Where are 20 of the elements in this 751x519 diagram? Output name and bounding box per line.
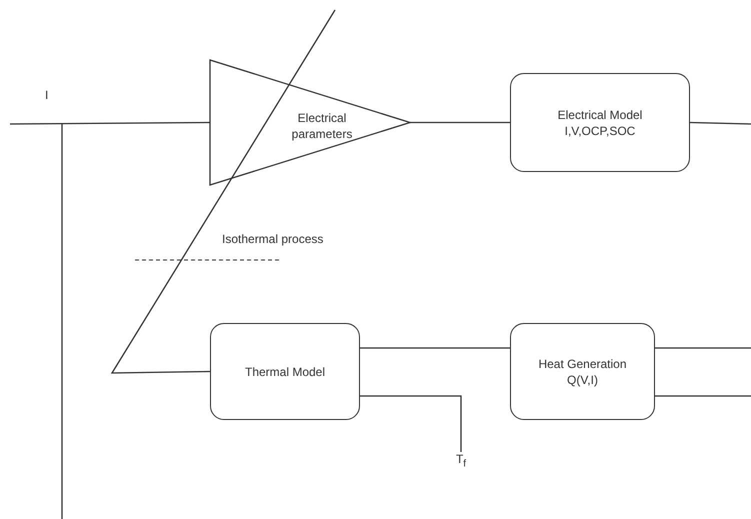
node-text: Electrical parameters: [290, 110, 354, 142]
process-box: [210, 323, 360, 420]
process-box: [510, 73, 690, 172]
node-text: I,V,OCP,SOC: [564, 122, 636, 138]
connector-line: [360, 395, 462, 452]
connector-line: [655, 347, 751, 349]
node-text: Electrical Model: [558, 106, 642, 122]
node-text: Heat Generation: [538, 356, 627, 372]
text-label: Isothermal process: [222, 232, 324, 246]
process-box: [510, 323, 655, 420]
node-text: T$_{f}$: [456, 451, 466, 472]
node-text: Thermal Model: [244, 364, 326, 380]
connector-line: [360, 347, 510, 349]
connector-line: [410, 122, 510, 124]
connector-line: [10, 122, 210, 125]
connector-line: [690, 122, 751, 125]
connector-line: [110, 10, 336, 374]
node-text: Q(V,I): [567, 372, 598, 388]
connector-line: [655, 395, 751, 397]
text-label: I: [45, 88, 48, 102]
